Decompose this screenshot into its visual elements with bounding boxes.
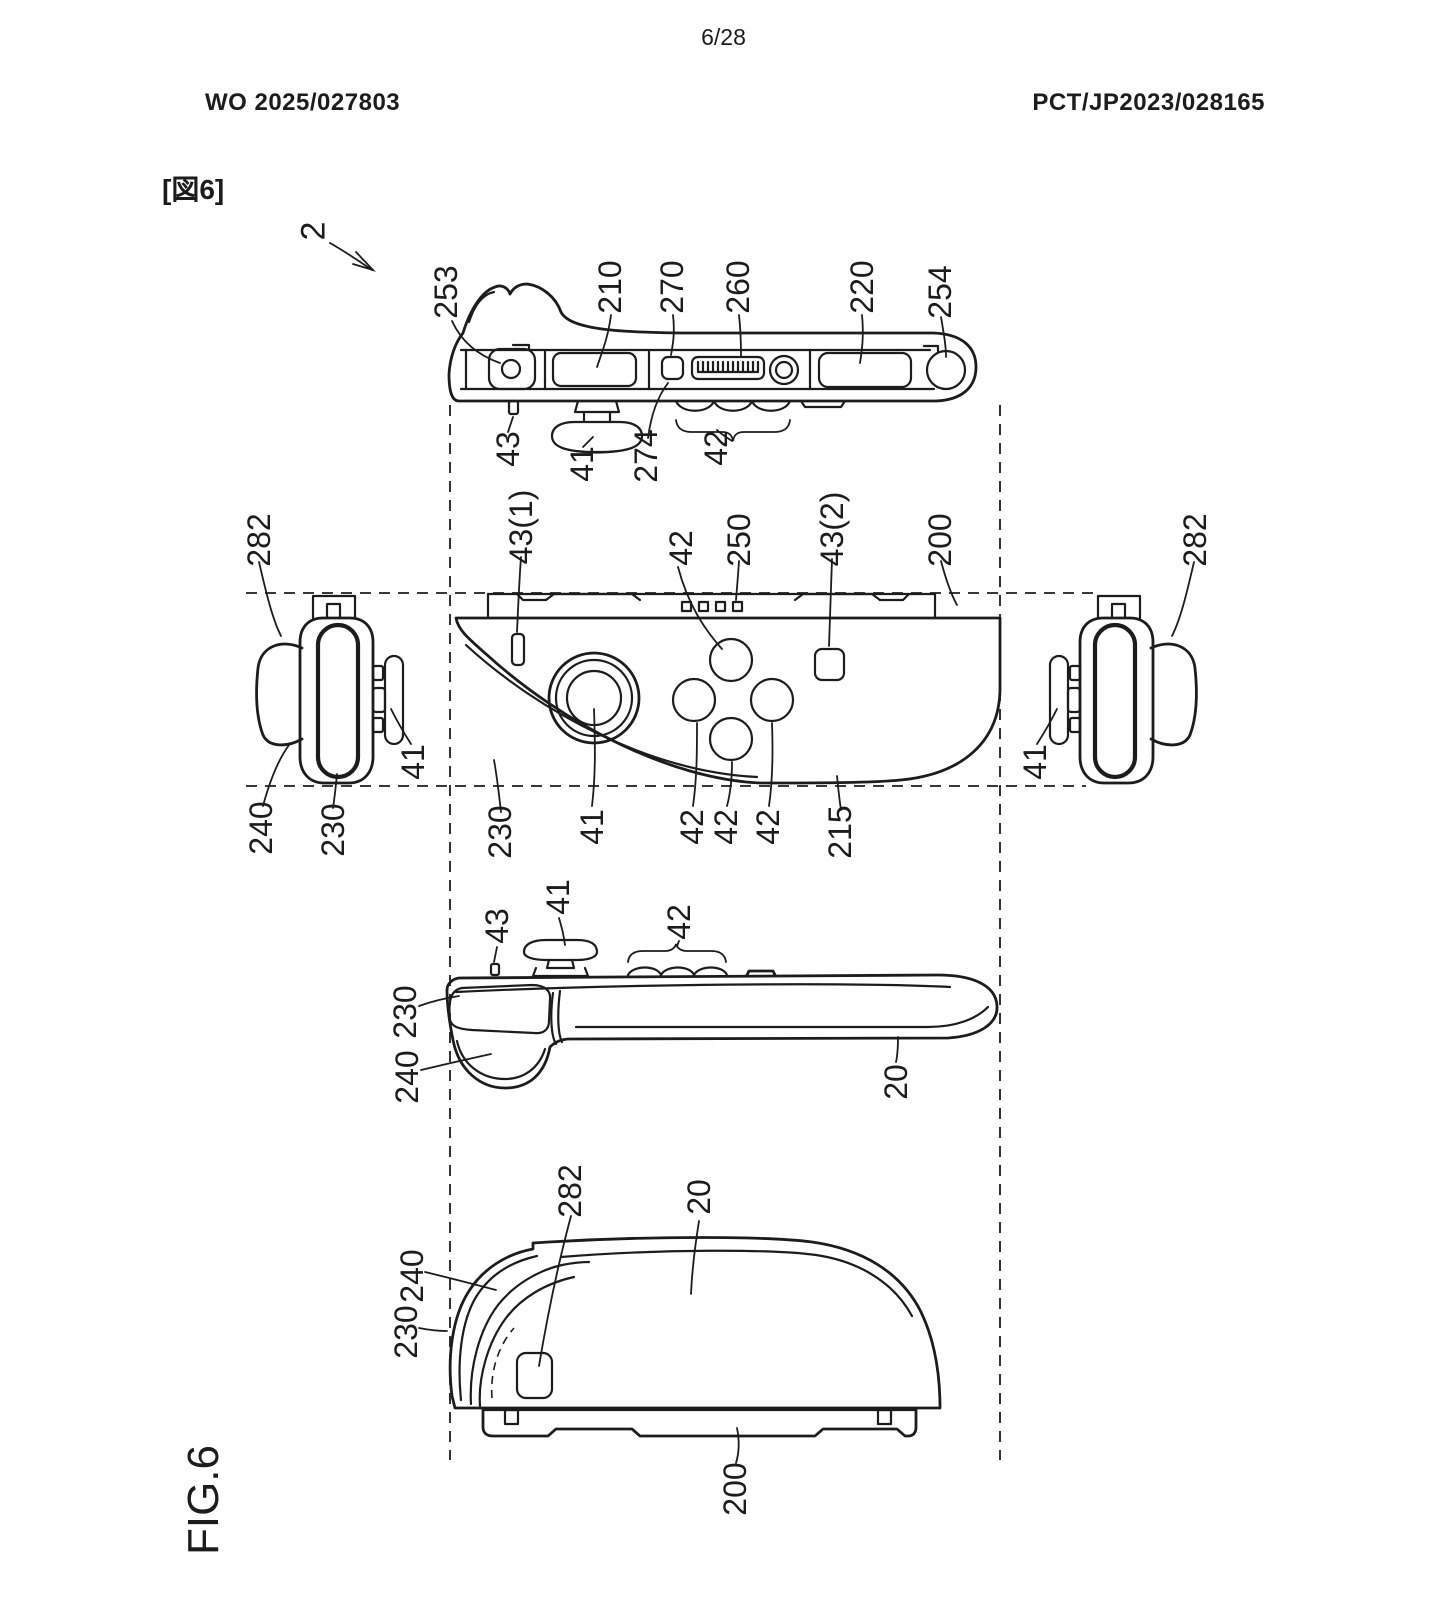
reference-arrow: [329, 242, 376, 272]
callout-431: 43(1): [503, 490, 539, 565]
page-number: 6/28: [701, 24, 746, 50]
callout-230: 230: [482, 805, 518, 858]
figure-caption: FIG.6: [179, 1445, 228, 1555]
callout-215: 215: [822, 805, 858, 858]
callout-200: 200: [717, 1462, 753, 1515]
callout-2: 2: [295, 222, 333, 241]
callout-240: 240: [243, 801, 279, 854]
callout-282: 282: [241, 513, 277, 566]
callout-282: 282: [552, 1164, 588, 1217]
right-end-view: [1036, 561, 1198, 785]
callout-254: 254: [922, 265, 958, 318]
callout-230: 230: [387, 985, 423, 1038]
callout-250: 250: [721, 513, 757, 566]
callout-200: 200: [922, 513, 958, 566]
callout-41: 41: [395, 744, 431, 780]
callout-41: 41: [574, 809, 610, 845]
callout-20: 20: [878, 1064, 914, 1100]
callout-230: 230: [388, 1305, 424, 1358]
left-end-view: [255, 561, 412, 809]
callout-260: 260: [720, 260, 756, 313]
callout-42: 42: [663, 530, 699, 566]
callout-220: 220: [844, 260, 880, 313]
callout-41: 41: [540, 879, 576, 915]
callout-43: 43: [490, 431, 526, 467]
callout-282: 282: [1177, 513, 1213, 566]
callout-42: 42: [750, 809, 786, 845]
callout-43: 43: [479, 908, 515, 944]
application-number: PCT/JP2023/028165: [1032, 89, 1265, 116]
publication-number: WO 2025/027803: [205, 89, 401, 116]
callout-20: 20: [681, 1179, 717, 1215]
bottom-rear-view: [418, 1215, 942, 1464]
callout-240: 240: [394, 1249, 430, 1302]
side-profile-view: [418, 917, 999, 1090]
callout-270: 270: [654, 260, 690, 313]
callout-42: 42: [674, 809, 710, 845]
callout-253: 253: [428, 265, 464, 318]
top-edge-view: [447, 282, 978, 454]
callout-41: 41: [564, 446, 600, 482]
callout-230: 230: [315, 803, 351, 856]
callout-432: 43(2): [814, 492, 850, 567]
callout-274: 274: [628, 429, 664, 482]
callout-42: 42: [708, 809, 744, 845]
callout-210: 210: [592, 260, 628, 313]
figure-label-jp: [図6]: [162, 174, 225, 205]
callout-42: 42: [698, 430, 734, 466]
callout-240: 240: [389, 1050, 425, 1103]
callout-41: 41: [1017, 744, 1053, 780]
callout-42: 42: [661, 904, 697, 940]
front-view: [454, 556, 1002, 813]
